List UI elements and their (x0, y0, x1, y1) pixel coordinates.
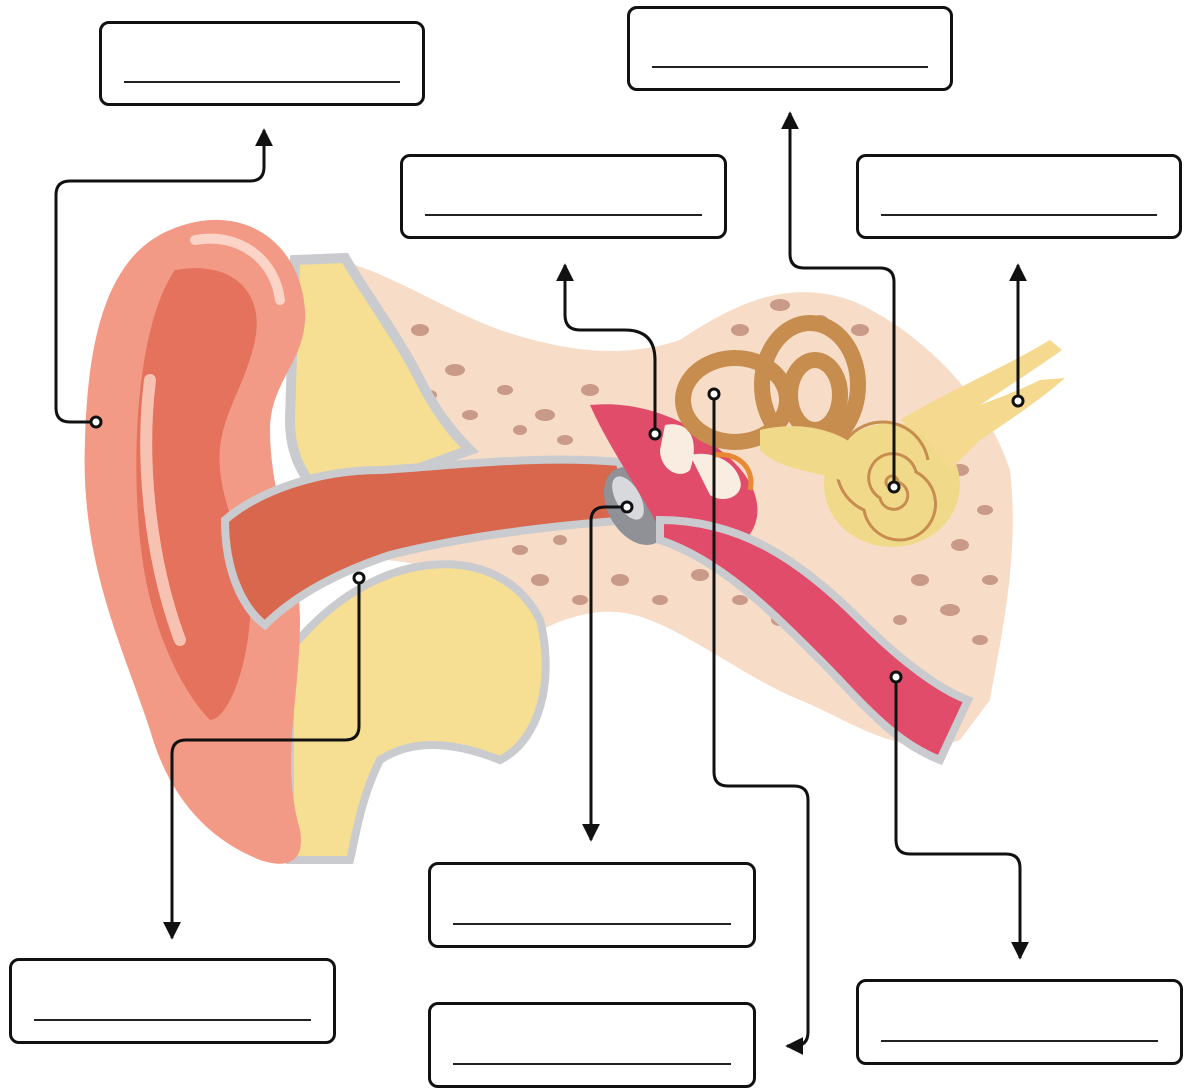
answer-input[interactable] (881, 1008, 1158, 1038)
label-box-top-left[interactable] (99, 21, 425, 106)
dot-nerve (1013, 396, 1023, 406)
answer-input[interactable] (34, 987, 311, 1017)
label-box-top-center[interactable] (627, 6, 953, 91)
answer-line (453, 1063, 731, 1065)
answer-input[interactable] (881, 182, 1157, 212)
answer-input[interactable] (425, 182, 702, 212)
dot-cochlea (889, 482, 899, 492)
dot-pinna (91, 417, 101, 427)
answer-line (652, 66, 928, 68)
dot-ossicles (709, 389, 719, 399)
dot-middle-ear (650, 429, 660, 439)
answer-line (881, 214, 1157, 216)
answer-line (124, 81, 400, 83)
answer-input[interactable] (453, 891, 731, 921)
label-box-bottom-center-upper[interactable] (428, 862, 756, 948)
dot-ear-canal (354, 573, 364, 583)
label-box-upper-middle[interactable] (400, 154, 727, 239)
dot-eardrum (622, 502, 632, 512)
answer-input[interactable] (652, 34, 928, 64)
label-box-upper-right[interactable] (856, 154, 1182, 239)
answer-line (881, 1040, 1158, 1042)
label-box-bottom-right[interactable] (856, 979, 1183, 1065)
cartilage-lower (290, 564, 546, 860)
label-box-bottom-center-lower[interactable] (428, 1002, 756, 1088)
answer-input[interactable] (124, 49, 400, 79)
label-box-bottom-left[interactable] (9, 958, 336, 1044)
answer-input[interactable] (453, 1031, 731, 1061)
dot-eustachian (891, 672, 901, 682)
answer-line (34, 1019, 311, 1021)
answer-line (425, 214, 702, 216)
answer-line (453, 923, 731, 925)
